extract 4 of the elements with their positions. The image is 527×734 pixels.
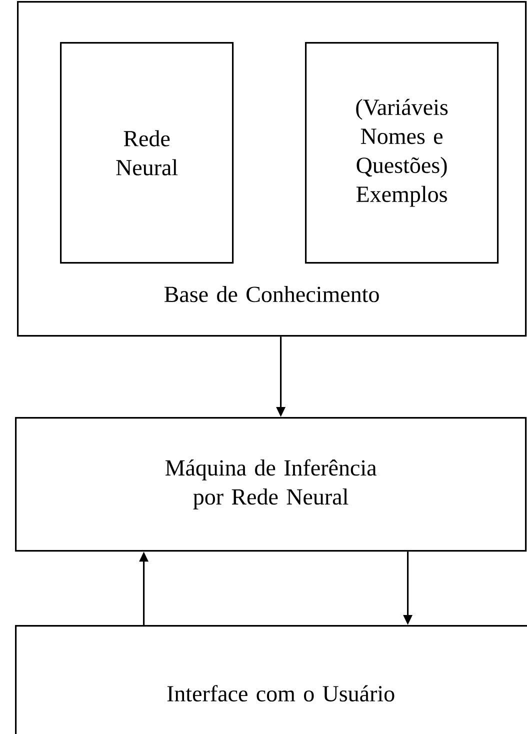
- process-box: Rede Neural: [60, 42, 234, 264]
- process-box: Máquina de Inferência por Rede Neural: [15, 417, 527, 552]
- process-box: (Variáveis Nomes e Questões) Exemplos: [305, 42, 499, 264]
- process-box: Interface com o Usuário: [15, 625, 527, 734]
